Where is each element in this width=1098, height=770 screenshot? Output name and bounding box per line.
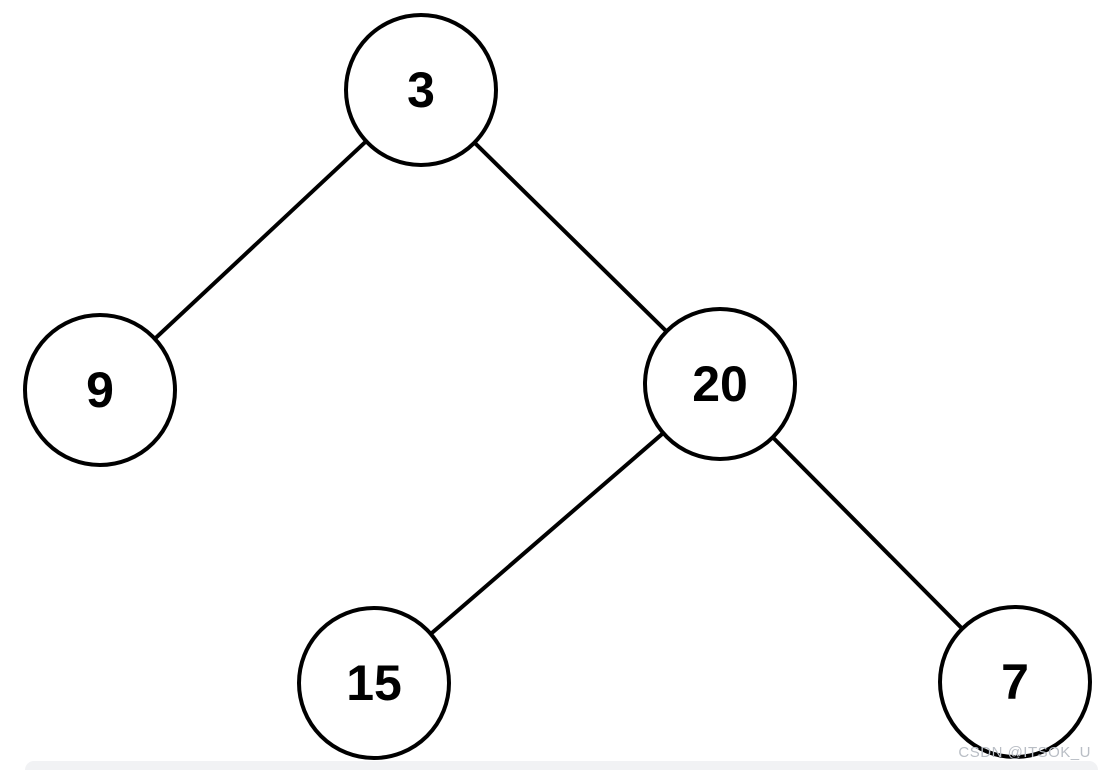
tree-node-value-3: 3 xyxy=(407,62,435,118)
tree-node-circle-3 xyxy=(344,13,498,167)
tree-node-circle-9 xyxy=(23,313,177,467)
tree-node-7: 7 xyxy=(938,605,1092,759)
watermark: CSDN @ITSOK_U xyxy=(958,744,1091,761)
tree-node-3: 3 xyxy=(344,13,498,167)
tree-node-20: 20 xyxy=(643,307,797,461)
tree-node-value-9: 9 xyxy=(86,362,114,418)
tree-node-value-20: 20 xyxy=(692,356,748,412)
tree-node-9: 9 xyxy=(23,313,177,467)
tree-node-15: 15 xyxy=(297,606,451,760)
tree-node-value-15: 15 xyxy=(346,655,402,711)
tree-node-circle-20 xyxy=(643,307,797,461)
tree-node-value-7: 7 xyxy=(1001,654,1029,710)
bottom-scrollbar xyxy=(25,761,1098,770)
tree-node-circle-7 xyxy=(938,605,1092,759)
tree-node-circle-15 xyxy=(297,606,451,760)
